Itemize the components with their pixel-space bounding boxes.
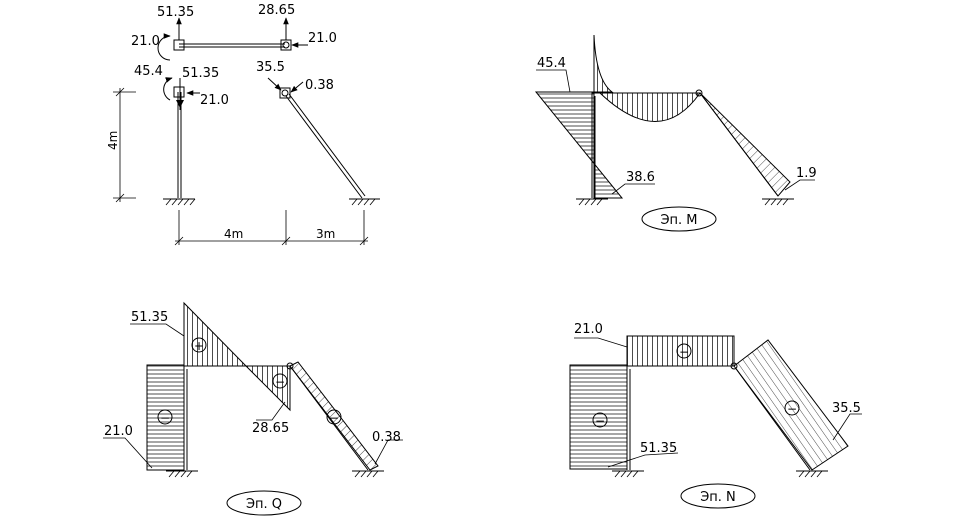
force-arrow-column-head [176,100,184,108]
diagram-caption: Эп. N [700,490,736,505]
value-label: 0.38 [372,430,401,445]
dim-label-span-right: 3m [316,227,335,241]
moment-area-beam [598,92,701,122]
incline-edge-b [288,93,366,197]
incline-edge-a [285,95,363,199]
sign-circle [272,373,288,389]
shear-area-column [146,364,185,471]
leader-line [832,413,862,441]
force-arrow-incline-b [290,81,304,93]
moment-area-column [534,91,624,199]
support-right [349,198,380,206]
diagram-caption: Эп. M [660,213,697,228]
hinge-top [282,41,290,49]
sign-symbol: − [160,411,170,425]
moment-arrow-column [163,77,173,101]
value-label: 45.4 [537,56,566,71]
load-label: 28.65 [258,3,295,18]
normal-area-incline [733,339,849,471]
support-left [163,198,196,206]
leader-line [611,183,655,195]
moment-area-incline [699,92,791,197]
leader-line [536,69,571,93]
hinge-incline [281,89,289,97]
caption-ellipse [226,490,302,516]
load-label: 0.38 [305,78,334,93]
load-label: 45.4 [134,64,163,79]
value-label: 38.6 [626,170,655,185]
value-label: 1.9 [796,166,817,181]
load-scheme: 51.35 28.65 21.0 21.0 45.4 51.35 21.0 35… [106,3,380,246]
node-left-top [173,39,185,51]
value-label: 51.35 [640,441,677,456]
dimension-span: 4m 3m [174,210,369,246]
node-incline-top [279,87,291,99]
normal-area-beam [626,335,735,367]
normal-area-column [569,364,628,470]
sign-circle [157,409,173,425]
sign-circle [326,409,342,425]
value-label: 21.0 [574,322,603,337]
leader-line [130,323,185,337]
shear-diagram: + − − − 51.35 21.0 28.65 0.38 Эп. Q [103,301,403,516]
leader-line [256,401,286,421]
load-label: 21.0 [308,31,337,46]
moment-arrow-top [157,33,171,61]
load-label: 21.0 [131,34,160,49]
normal-force-diagram: − − − 21.0 51.35 35.5 Эп. N [569,322,862,509]
leader-line [103,437,153,469]
sign-symbol: − [595,414,605,428]
force-arrow-incline-a [267,77,282,91]
support-right [352,470,384,478]
moment-area-spike [593,34,614,93]
sign-symbol: − [679,345,689,359]
moment-diagram: 45.4 38.6 1.9 Эп. M [534,34,817,232]
sign-symbol: − [275,375,285,389]
caption-ellipse [641,206,717,232]
dim-label-span-left: 4m [224,227,243,241]
value-label: 51.35 [131,310,168,325]
leader-line [607,452,679,468]
support-left [166,470,198,478]
shear-area-incline [289,361,379,471]
dim-label-height: 4m [106,131,120,150]
sign-circle [784,400,800,416]
sign-circle [676,343,692,359]
node-column-top [173,86,185,98]
support-right [762,198,794,206]
load-label: 21.0 [200,93,229,108]
leader-line [374,439,403,465]
support-left [576,198,608,206]
caption-ellipse [680,483,756,509]
dimension-height: 4m [106,87,136,203]
shear-area-negative [244,365,291,412]
load-label: 51.35 [182,66,219,81]
sign-circle [592,412,608,428]
support-right [796,470,828,478]
shear-area-positive [183,301,248,367]
sign-symbol: + [194,339,204,353]
leader-line [574,337,628,348]
load-label: 51.35 [157,5,194,20]
value-label: 35.5 [832,401,861,416]
value-label: 21.0 [104,424,133,439]
support-left [612,470,644,478]
load-label: 35.5 [256,60,285,75]
sign-symbol: − [787,402,797,416]
sign-symbol: − [329,411,339,425]
leader-line [784,179,815,191]
sign-circle [191,337,207,353]
value-label: 28.65 [252,421,289,436]
diagram-caption: Эп. Q [246,497,282,512]
